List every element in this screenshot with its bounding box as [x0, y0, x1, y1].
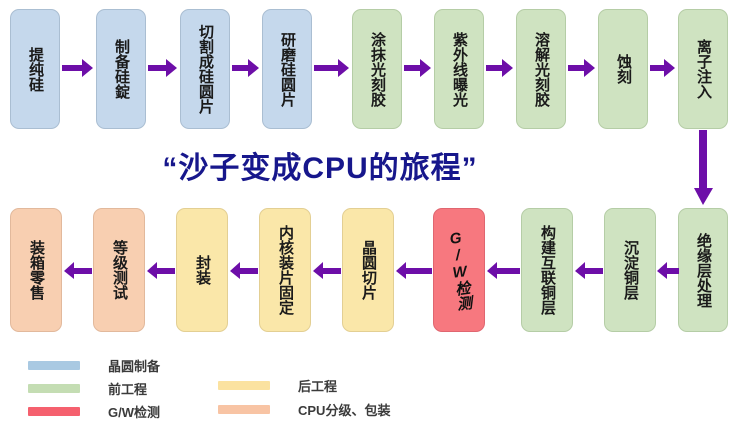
process-node-label: 等级测试 — [111, 240, 129, 300]
flow-arrow-top-4 — [314, 58, 350, 78]
process-node-top-5[interactable]: 涂抹光刻胶 — [352, 9, 402, 129]
process-node-label: 离子注入 — [695, 39, 713, 99]
process-node-top-2[interactable]: 制备硅錠 — [96, 9, 146, 129]
legend-item-front-end: 前工程 — [28, 381, 148, 397]
process-node-bottom-2[interactable]: 等级测试 — [93, 208, 145, 332]
process-node-bottom-8[interactable]: 沉淀铜层 — [604, 208, 656, 332]
process-node-label: 内核装片固定 — [277, 225, 295, 315]
process-node-bottom-3[interactable]: 封装 — [176, 208, 228, 332]
legend-item-label: 晶圆制备 — [108, 358, 161, 374]
legend: 晶圆制备 前工程 G/W检测 后工程 CPU分级、包装 — [0, 352, 737, 436]
legend-item-wafer-prep: 晶圆制备 — [28, 358, 161, 374]
process-node-top-1[interactable]: 提纯硅 — [10, 9, 60, 129]
process-node-label: 装箱零售 — [28, 240, 46, 300]
flow-arrow-bottom-7 — [575, 262, 603, 280]
process-node-top-4[interactable]: 研磨硅圆片 — [262, 9, 312, 129]
process-node-label: 溶解光刻胶 — [533, 31, 551, 107]
process-node-label: 绝缘层处理 — [695, 232, 713, 308]
flow-arrow-vertical-connector — [694, 130, 714, 206]
process-node-top-3[interactable]: 切割成硅圆片 — [180, 9, 230, 129]
legend-item-label: CPU分级、包装 — [298, 402, 391, 418]
process-node-top-7[interactable]: 溶解光刻胶 — [516, 9, 566, 129]
process-node-bottom-4[interactable]: 内核装片固定 — [259, 208, 311, 332]
legend-item-gw-test: G/W检测 — [28, 404, 160, 420]
flow-arrow-bottom-4 — [313, 262, 341, 280]
legend-item-cpu-grading-packaging: CPU分级、包装 — [218, 402, 391, 418]
flow-arrow-top-3 — [232, 58, 260, 78]
legend-item-label: 前工程 — [108, 381, 148, 397]
process-node-top-9[interactable]: 离子注入 — [678, 9, 728, 129]
process-node-bottom-9[interactable]: 绝缘层处理 — [678, 208, 728, 332]
flow-arrow-top-5 — [404, 58, 432, 78]
page-title: “沙子变成CPU的旅程” — [162, 152, 478, 185]
process-node-bottom-5[interactable]: 晶圆切片 — [342, 208, 394, 332]
flow-arrow-top-6 — [486, 58, 514, 78]
legend-item-label: G/W检测 — [108, 404, 160, 420]
process-node-label: 制备硅錠 — [113, 39, 131, 99]
legend-swatch-icon — [28, 383, 80, 393]
process-node-bottom-1[interactable]: 装箱零售 — [10, 208, 62, 332]
flow-arrow-bottom-5 — [396, 262, 432, 280]
flow-arrow-bottom-6 — [487, 262, 520, 280]
flow-arrow-top-1 — [62, 58, 94, 78]
process-node-top-6[interactable]: 紫外线曝光 — [434, 9, 484, 129]
legend-swatch-icon — [218, 404, 270, 414]
process-node-label: 紫外线曝光 — [451, 31, 469, 107]
legend-swatch-icon — [28, 406, 80, 416]
process-node-bottom-6-gw-test[interactable]: G/W检测 — [433, 208, 485, 332]
legend-item-label: 后工程 — [298, 378, 338, 394]
flow-arrow-bottom-3 — [230, 262, 258, 280]
flow-arrow-bottom-2 — [147, 262, 175, 280]
process-node-label: 蚀刻 — [615, 54, 633, 84]
flow-arrow-top-7 — [568, 58, 596, 78]
legend-swatch-icon — [28, 360, 80, 370]
process-node-label: 封装 — [194, 255, 212, 285]
process-node-label: 构建互联铜层 — [539, 225, 557, 315]
flow-arrow-bottom-1 — [64, 262, 92, 280]
process-node-label: 晶圆切片 — [360, 240, 378, 300]
flow-arrow-bottom-8 — [657, 262, 679, 280]
process-node-label: 切割成硅圆片 — [197, 24, 215, 114]
process-node-bottom-7[interactable]: 构建互联铜层 — [521, 208, 573, 332]
process-node-label: 涂抹光刻胶 — [369, 31, 387, 107]
flow-arrow-top-2 — [148, 58, 178, 78]
process-node-label: 沉淀铜层 — [622, 240, 640, 300]
process-node-label: 研磨硅圆片 — [279, 31, 297, 107]
process-node-label: G/W检测 — [446, 228, 473, 312]
flow-arrow-top-8 — [650, 58, 676, 78]
process-node-label: 提纯硅 — [27, 46, 45, 92]
process-node-top-8[interactable]: 蚀刻 — [598, 9, 648, 129]
legend-item-back-end: 后工程 — [218, 378, 338, 394]
legend-swatch-icon — [218, 380, 270, 390]
